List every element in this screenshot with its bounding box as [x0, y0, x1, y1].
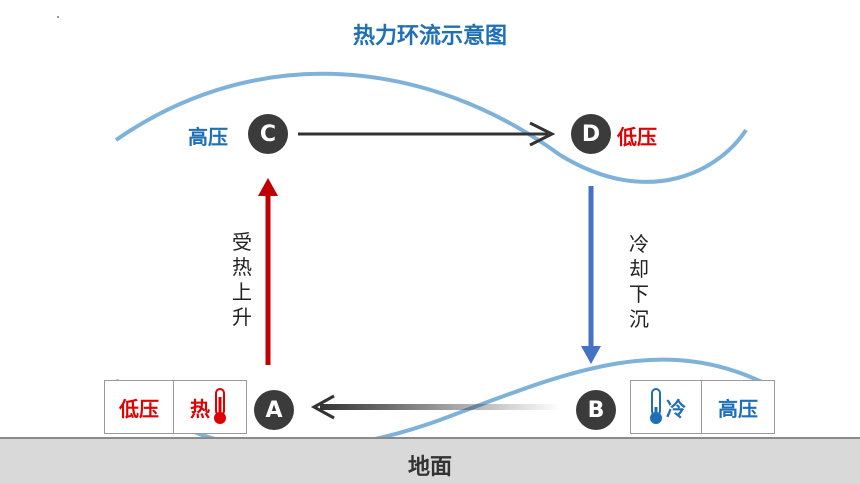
- page-title: 热力环流示意图: [352, 24, 507, 49]
- surface-box-left: 低压 热: [104, 380, 247, 434]
- surface-left-temp: 热: [190, 396, 210, 421]
- surface-right-temp: 冷: [666, 396, 686, 421]
- arrow-rise-head: [258, 178, 278, 196]
- node-c-pressure-label: 高压: [188, 125, 228, 149]
- node-d: D: [571, 114, 611, 154]
- arrow-b-to-a-shaft: [320, 404, 560, 410]
- sink-label: 冷却下沉: [629, 232, 649, 331]
- arrow-c-to-d-head: [529, 121, 556, 147]
- thermometer-cold-icon: [650, 388, 662, 424]
- surface-left-temp-cell: 热: [173, 381, 246, 433]
- surface-left-pressure: 低压: [119, 396, 159, 421]
- upper-isobar-curve: [114, 71, 748, 184]
- surface-right-temp-cell: 冷: [631, 381, 701, 433]
- surface-right-pressure: 高压: [701, 381, 774, 433]
- node-a: A: [254, 390, 294, 430]
- ground-label: 地面: [407, 455, 452, 480]
- node-d-pressure-label: 低压: [617, 125, 657, 149]
- arrow-b-to-a-head: [310, 394, 335, 420]
- decor-dot: [57, 16, 59, 18]
- node-b: B: [576, 390, 616, 430]
- node-c: C: [248, 114, 288, 154]
- arrow-sink-head: [581, 346, 601, 364]
- rise-label: 受热上升: [232, 230, 252, 329]
- surface-box-right: 冷 高压: [630, 380, 775, 434]
- ground-bar: [0, 437, 860, 484]
- thermometer-hot-icon: [214, 388, 226, 424]
